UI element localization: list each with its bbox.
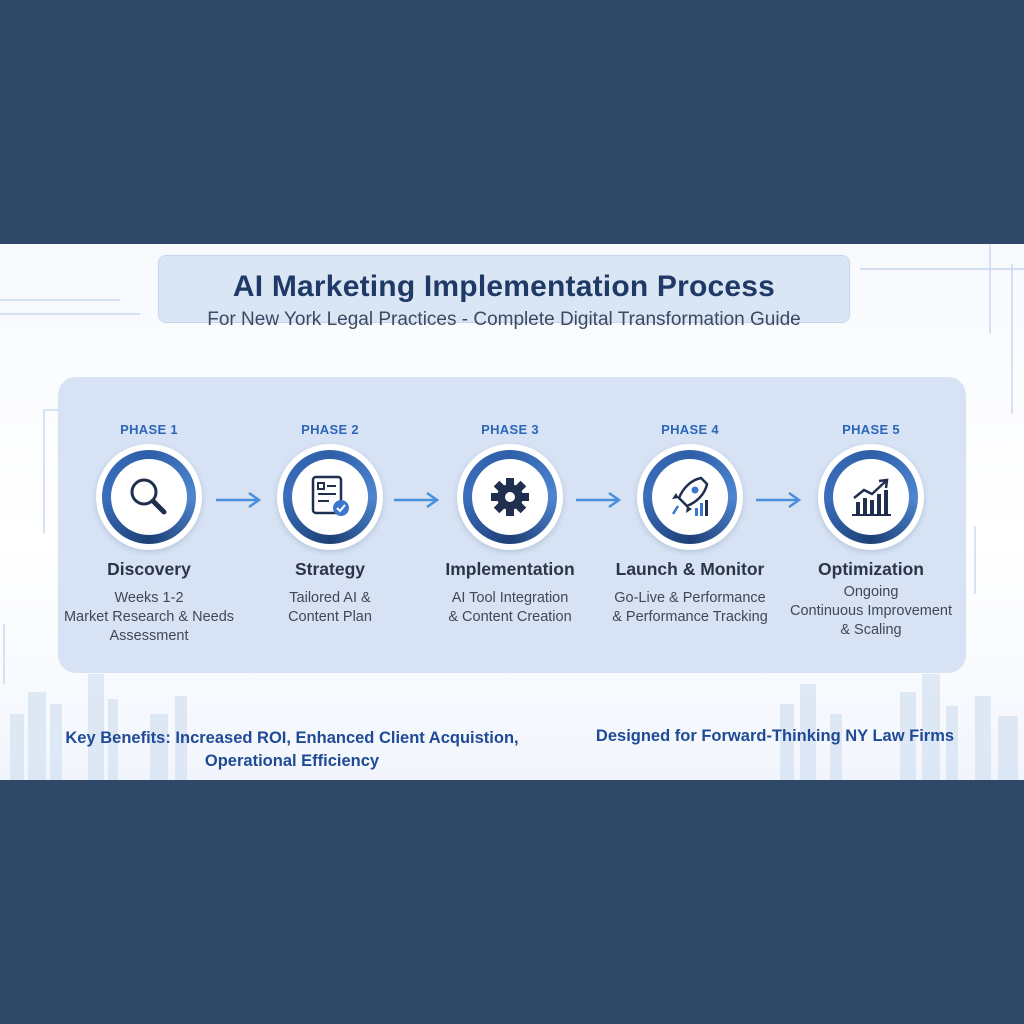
infographic-panel: AI Marketing Implementation Process For …	[0, 244, 1024, 780]
phase-icon-ring	[96, 444, 202, 550]
arrow-icon	[216, 491, 262, 509]
key-benefits-line: Key Benefits: Increased ROI, Enhanced Cl…	[65, 729, 519, 747]
phase-desc-line: Assessment	[109, 628, 189, 644]
phase-desc-line: Market Research & Needs	[63, 609, 235, 625]
decorative-background	[0, 244, 1024, 780]
key-benefits-line: Operational Efficiency	[204, 752, 380, 770]
phase-label: PHASE 5	[842, 422, 900, 437]
phase-desc-line: Tailored AI &	[289, 590, 371, 606]
gear-icon	[491, 478, 529, 516]
phase-label: PHASE 3	[481, 422, 539, 437]
phase-name: Implementation	[445, 559, 575, 579]
phase-description: AI Tool Integration & Content Creation	[400, 589, 620, 627]
phase-desc-line: Weeks 1-2	[114, 590, 184, 606]
phase-desc-line: Content Plan	[288, 609, 372, 625]
phase-desc-line: & Content Creation	[448, 609, 572, 625]
phase-desc-line: Ongoing	[843, 584, 899, 600]
phase-label: PHASE 1	[120, 422, 178, 437]
page-title: AI Marketing Implementation Process	[232, 270, 776, 303]
growth-chart-icon	[852, 478, 891, 516]
phase-desc-line: & Scaling	[840, 622, 902, 638]
phase-name: Launch & Monitor	[615, 559, 765, 579]
tagline: Designed for Forward-Thinking NY Law Fir…	[595, 727, 955, 745]
phase-icon-ring	[818, 444, 924, 550]
phase-desc-line: AI Tool Integration	[451, 590, 569, 606]
phase-desc-line: Go-Live & Performance	[614, 590, 766, 606]
phase-icon-ring	[457, 444, 563, 550]
phase-desc-line: Continuous Improvement	[790, 603, 952, 619]
key-benefits: Key Benefits: Increased ROI, Enhanced Cl…	[62, 727, 522, 773]
phase-name: Strategy	[294, 559, 366, 579]
magnifier-icon	[130, 478, 167, 515]
arrow-icon	[394, 491, 440, 509]
phase-name: Discovery	[107, 559, 191, 579]
phase-label: PHASE 4	[661, 422, 719, 437]
top-background-band	[0, 0, 1024, 244]
phase-name: Optimization	[818, 559, 924, 579]
phase-description: Weeks 1-2 Market Research & Needs Assess…	[39, 589, 259, 646]
process-card: PHASE 1 Discovery Weeks 1-2 Market Resea…	[58, 377, 966, 673]
phase-description: Ongoing Continuous Improvement & Scaling	[761, 583, 981, 640]
phase-label: PHASE 2	[301, 422, 359, 437]
arrow-icon	[576, 491, 622, 509]
phase-desc-line: & Performance Tracking	[612, 609, 768, 625]
page-subtitle: For New York Legal Practices - Complete …	[207, 309, 801, 330]
phase-description: Go-Live & Performance & Performance Trac…	[580, 589, 800, 627]
arrow-icon	[756, 491, 802, 509]
bottom-background-band	[0, 780, 1024, 1024]
phase-icon-ring	[637, 444, 743, 550]
phase-icon-ring	[277, 444, 383, 550]
rocket-icon	[671, 476, 709, 516]
title-banner: AI Marketing Implementation Process For …	[158, 255, 850, 330]
phase-description: Tailored AI & Content Plan	[220, 589, 440, 627]
checklist-icon	[311, 475, 349, 516]
